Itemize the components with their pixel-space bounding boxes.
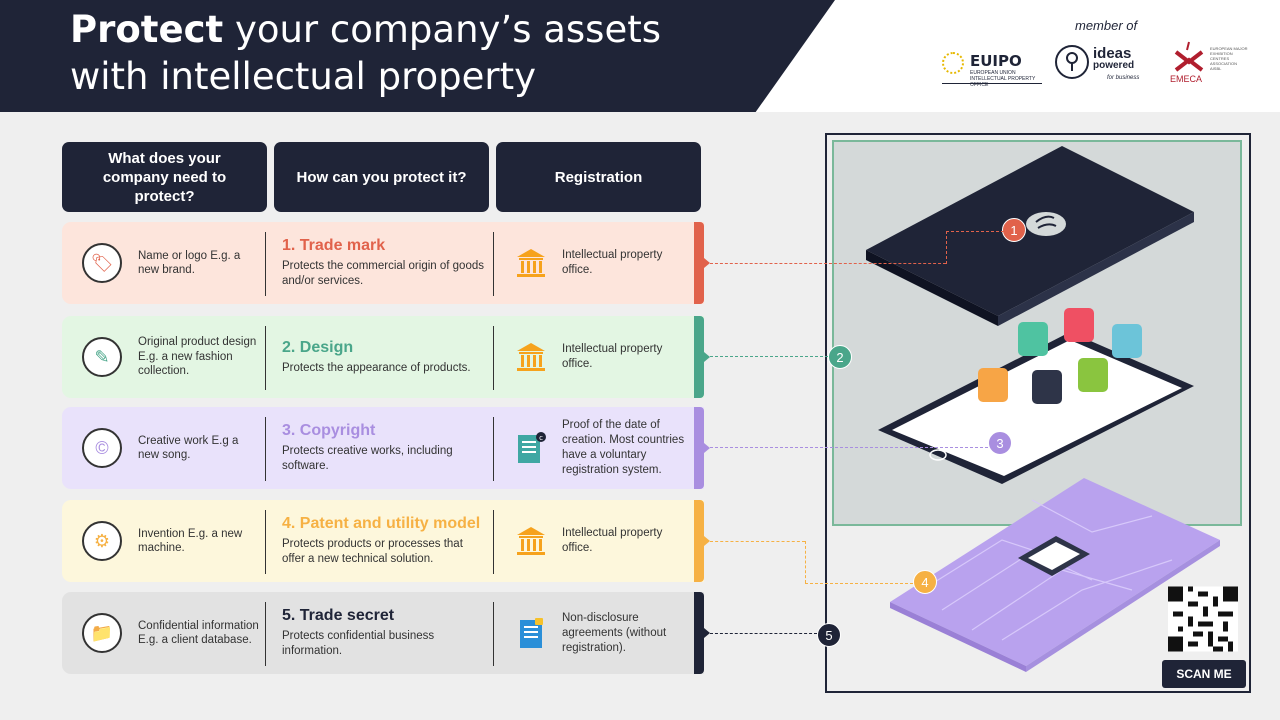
column-header-registration: Registration	[496, 142, 701, 212]
connector-1	[710, 263, 946, 264]
emeca-logo: EMECA EUROPEAN MAJOR EXHIBITION CENTRES …	[1168, 36, 1248, 88]
row-arrow-icon	[704, 443, 710, 453]
svg-text:c: c	[539, 434, 543, 442]
connector-4	[710, 541, 805, 542]
badge-3: 3	[988, 431, 1012, 455]
registration-text: Non-disclosure agreements (without regis…	[562, 611, 667, 654]
row-accent	[694, 592, 704, 674]
tag-icon: 🏷	[82, 243, 122, 283]
phone-illustration	[866, 146, 1220, 672]
building-icon	[514, 340, 548, 374]
euipo-name: EUIPO	[970, 52, 1022, 70]
ideas-ring-icon	[1055, 45, 1089, 79]
what-text: Name or logo E.g. a new brand.	[138, 249, 241, 277]
row-accent	[694, 500, 704, 582]
column-header-what: What does your company need to protect?	[62, 142, 267, 212]
how-cell: 1. Trade mark Protects the commercial or…	[282, 222, 487, 304]
ip-row: ⚙ Invention E.g. a new machine. 4. Paten…	[62, 500, 710, 582]
row-accent	[694, 222, 704, 304]
protection-title: 4. Patent and utility model	[282, 515, 481, 532]
protection-description: Protects the appearance of products.	[282, 361, 471, 374]
row-arrow-icon	[704, 352, 710, 362]
how-cell: 3. Copyright Protects creative works, in…	[282, 407, 487, 489]
ideas-powered-logo: ideas powered for business	[1055, 42, 1145, 86]
protection-title: 2. Design	[282, 338, 354, 356]
protection-title: 3. Copyright	[282, 422, 376, 439]
connector-3	[710, 447, 988, 448]
registration-text: Intellectual property office.	[562, 249, 663, 276]
row-arrow-icon	[704, 258, 710, 268]
protection-description: Protects creative works, including softw…	[282, 445, 453, 472]
protection-description: Protects confidential business informati…	[282, 630, 435, 657]
folder-icon: 📁	[82, 613, 122, 653]
emeca-subtitle: EUROPEAN MAJOR EXHIBITION CENTRES ASSOCI…	[1210, 46, 1248, 71]
eu-stars-icon	[942, 52, 964, 74]
row-accent	[694, 316, 704, 398]
column-header-how: How can you protect it?	[274, 142, 489, 212]
qr-code[interactable]	[1168, 586, 1238, 652]
document-lock-icon	[514, 616, 548, 650]
scan-me-button[interactable]: SCAN ME	[1162, 660, 1246, 688]
row-arrow-icon	[704, 628, 710, 638]
ideas-subtitle: for business	[1107, 75, 1140, 81]
protection-description: Protects the commercial origin of goods …	[282, 260, 484, 287]
document-copyright-icon: c	[514, 431, 548, 465]
page-title: Protect your company’s assets with intel…	[70, 8, 662, 98]
badge-1: 1	[1002, 218, 1026, 242]
what-text: Confidential information E.g. a client d…	[138, 619, 259, 647]
how-cell: 4. Patent and utility model Protects pro…	[282, 500, 487, 582]
row-accent	[694, 407, 704, 489]
euipo-subtitle: EUROPEAN UNION INTELLECTUAL PROPERTY OFF…	[970, 70, 1036, 88]
badge-2: 2	[828, 345, 852, 369]
emeca-name: EMECA	[1170, 74, 1203, 84]
building-icon	[514, 246, 548, 280]
member-of-label: member of	[1075, 18, 1138, 33]
registration-text: Proof of the date of creation. Most coun…	[562, 419, 685, 476]
connector-5	[710, 633, 817, 634]
euipo-logo: EUIPO EUROPEAN UNION INTELLECTUAL PROPER…	[940, 46, 1050, 88]
connector-2	[710, 356, 828, 357]
ip-row: © Creative work E.g a new song. 3. Copyr…	[62, 407, 710, 489]
protection-description: Protects products or processes that offe…	[282, 538, 463, 565]
how-cell: 2. Design Protects the appearance of pro…	[282, 316, 487, 398]
header-banner	[0, 0, 835, 112]
badge-4: 4	[913, 570, 937, 594]
what-text: Creative work E.g a new song.	[138, 434, 239, 462]
registration-text: Intellectual property office.	[562, 527, 663, 554]
row-arrow-icon	[704, 536, 710, 546]
ideas-word: ideas	[1093, 45, 1132, 62]
building-icon	[514, 524, 548, 558]
badge-5: 5	[817, 623, 841, 647]
registration-text: Intellectual property office.	[562, 343, 663, 370]
powered-word: powered	[1093, 60, 1135, 71]
protection-title: 5. Trade secret	[282, 607, 395, 624]
protection-title: 1. Trade mark	[282, 237, 386, 254]
pencil-ruler-icon: ✎	[82, 337, 122, 377]
ip-row: 📁 Confidential information E.g. a client…	[62, 592, 710, 674]
how-cell: 5. Trade secret Protects confidential bu…	[282, 592, 487, 674]
ip-row: 🏷 Name or logo E.g. a new brand. 1. Trad…	[62, 222, 710, 304]
ip-row: ✎ Original product design E.g. a new fas…	[62, 316, 710, 398]
gear-icon: ⚙	[82, 521, 122, 561]
copyright-icon: ©	[82, 428, 122, 468]
what-text: Invention E.g. a new machine.	[138, 527, 243, 555]
illustration-frame	[825, 133, 1251, 693]
emeca-mark-icon	[1174, 41, 1204, 72]
what-text: Original product design E.g. a new fashi…	[138, 336, 257, 378]
